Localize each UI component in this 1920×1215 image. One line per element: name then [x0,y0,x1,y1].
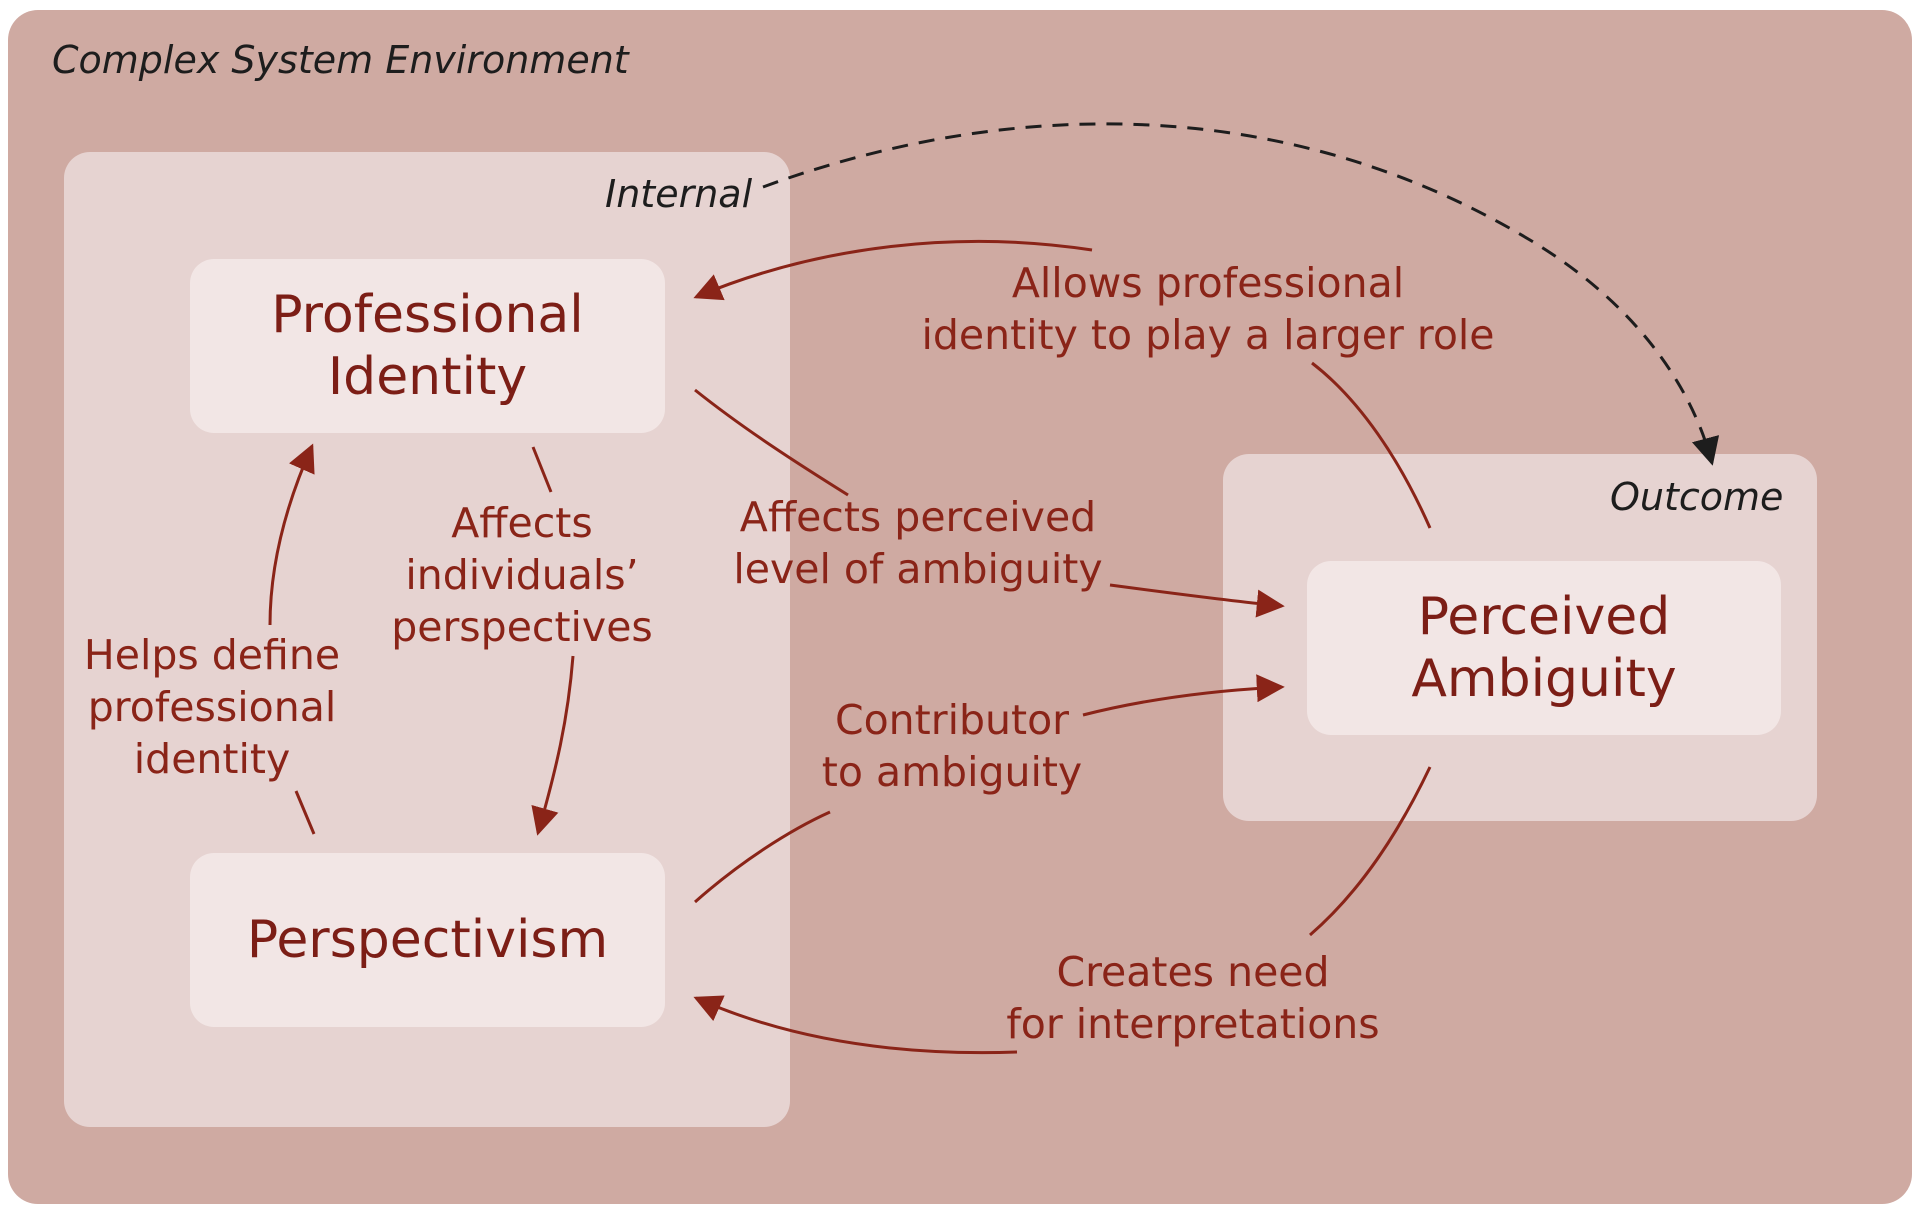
dashed-internal-to-outcome-arrow [762,122,1720,466]
edge-label-contributor: Contributor to ambiguity [821,696,1083,796]
perspectivism-to-ambiguity-start-segment [694,810,831,904]
professional-identity-line1: Professional [271,285,584,345]
internal-label: Internal [605,172,753,216]
perspectivism-to-pi-arrow [268,443,315,626]
edge-label-affects-ambiguity: Affects perceived level of ambiguity [733,493,1103,593]
perceived-ambiguity-node[interactable]: Perceived Ambiguity [1307,561,1781,735]
perspectivism-to-pi-bottom-segment [294,790,316,835]
ambiguity-to-pi-arrow [693,239,1093,301]
edge-label-affects-perspectives: Affects individuals’ perspectives [391,499,653,651]
pi-to-perspectivism-arrow [531,655,575,836]
perspectivism-node[interactable]: Perspectivism [190,853,665,1027]
professional-identity-node[interactable]: Professional Identity [190,259,665,433]
perspectivism-to-ambiguity-arrow [1082,674,1285,717]
professional-identity-line2: Identity [327,347,528,407]
perceived-ambiguity-line2: Ambiguity [1411,649,1677,709]
pi-to-perspectivism-top-segment [531,446,553,493]
pi-to-ambiguity-start-segment [694,388,849,497]
ambiguity-to-pi-start-segment [1311,361,1432,529]
ambiguity-to-perspectivism-start-segment [1309,766,1432,937]
edge-label-helps-define: Helps define professional identity [83,631,341,783]
edge-label-allows-role: Allows professional identity to play a l… [921,259,1495,359]
perspectivism-label: Perspectivism [246,910,609,970]
environment-title: Complex System Environment [52,38,629,82]
pi-to-ambiguity-arrow [1109,583,1285,618]
perceived-ambiguity-line1: Perceived [1417,587,1671,647]
ambiguity-to-perspectivism-arrow [693,995,1018,1055]
edge-label-creates-need: Creates need for interpretations [1006,948,1380,1048]
outcome-label: Outcome [1610,475,1784,519]
